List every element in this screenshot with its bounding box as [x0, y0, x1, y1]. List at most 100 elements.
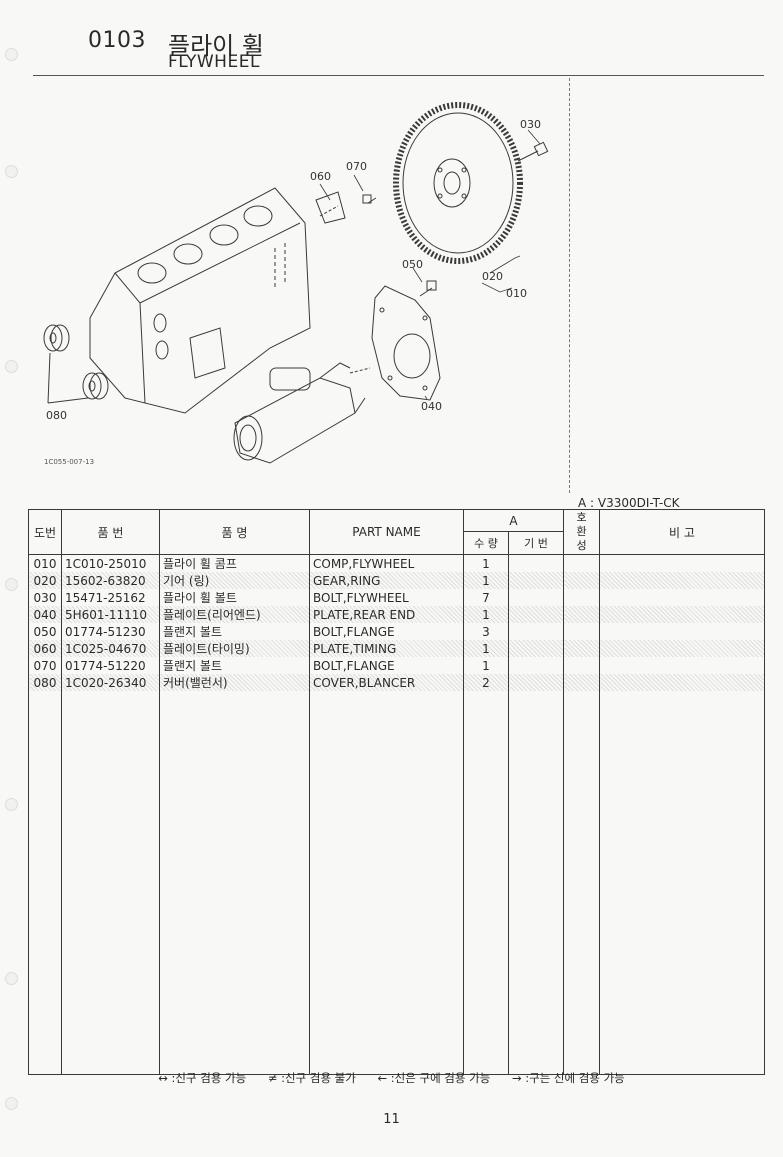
- row-part-name: PLATE,REAR END: [309, 606, 464, 623]
- model-note: A : V3300DI-T-CK: [578, 496, 680, 510]
- row-part-no: 01774-51230: [61, 623, 160, 640]
- header-remarks: 비 고: [599, 509, 765, 555]
- table-row: 050 01774-51230 플랜지 볼트 BOLT,FLANGE 3: [28, 623, 765, 640]
- row-part-no: 15602-63820: [61, 572, 160, 589]
- callout-080: 080: [46, 409, 67, 422]
- header-quantity: 수 량: [463, 531, 509, 555]
- row-name-korean: 플랜지 볼트: [159, 657, 310, 674]
- row-part-no: 01774-51220: [61, 657, 160, 674]
- row-quantity: 1: [463, 657, 509, 674]
- row-quantity: 1: [463, 572, 509, 589]
- row-part-name: GEAR,RING: [309, 572, 464, 589]
- callout-060: 060: [310, 170, 331, 183]
- row-remarks: [599, 572, 765, 589]
- binder-hole: [5, 48, 18, 61]
- row-serial-flag: [508, 554, 564, 572]
- header-ref-no: 도번: [28, 509, 62, 555]
- header-rule: [33, 75, 764, 76]
- section-title-korean: 플라이 휠: [168, 32, 264, 60]
- row-quantity: 7: [463, 589, 509, 606]
- table-empty-space: [28, 691, 765, 1075]
- table-row: 080 1C020-26340 커버(밸런서) COVER,BLANCER 2: [28, 674, 765, 691]
- binder-hole: [5, 1097, 18, 1110]
- legend-item: ≠ :신구 겸용 불가: [267, 1071, 356, 1085]
- flywheel-drawing: [393, 102, 523, 264]
- callout-010: 010: [506, 287, 527, 300]
- binder-hole: [5, 578, 18, 591]
- row-ref: 010: [28, 554, 62, 572]
- callout-020: 020: [482, 270, 503, 283]
- row-remarks: [599, 674, 765, 691]
- diagram-divider-line: [569, 78, 570, 493]
- row-interchange: [563, 640, 600, 657]
- row-part-name: BOLT,FLANGE: [309, 657, 464, 674]
- header-group-a: A: [463, 509, 564, 532]
- row-part-no: 5H601-11110: [61, 606, 160, 623]
- row-remarks: [599, 554, 765, 572]
- row-serial-flag: [508, 674, 564, 691]
- rear-end-plate-drawing: [349, 285, 441, 401]
- row-part-name: PLATE,TIMING: [309, 640, 464, 657]
- legend-item: → :구는 신에 겸용 가능: [511, 1071, 625, 1085]
- callout-040: 040: [421, 400, 442, 413]
- row-ref: 070: [28, 657, 62, 674]
- row-name-korean: 플랜지 볼트: [159, 623, 310, 640]
- row-interchange: [563, 572, 600, 589]
- row-ref: 060: [28, 640, 62, 657]
- callout-050: 050: [402, 258, 423, 271]
- row-serial-flag: [508, 606, 564, 623]
- table-row: 010 1C010-25010 플라이 휠 콤프 COMP,FLYWHEEL 1: [28, 554, 765, 572]
- row-part-name: COVER,BLANCER: [309, 674, 464, 691]
- row-quantity: 1: [463, 554, 509, 572]
- parts-table: 도번 품 번 품 명 PART NAME A 호 환 성 비 고 수 량 기 번…: [28, 509, 765, 1075]
- row-serial-flag: [508, 640, 564, 657]
- page-number: 11: [383, 1112, 400, 1127]
- callout-070: 070: [346, 160, 367, 173]
- row-remarks: [599, 606, 765, 623]
- leader-lines: [319, 129, 541, 400]
- row-remarks: [599, 640, 765, 657]
- row-serial-flag: [508, 657, 564, 674]
- row-part-no: 1C025-04670: [61, 640, 160, 657]
- row-quantity: 3: [463, 623, 509, 640]
- row-part-name: COMP,FLYWHEEL: [309, 554, 464, 572]
- row-interchange: [563, 606, 600, 623]
- row-ref: 040: [28, 606, 62, 623]
- row-serial-flag: [508, 572, 564, 589]
- row-ref: 080: [28, 674, 62, 691]
- header-part-name: PART NAME: [309, 509, 464, 555]
- legend-item: ↔ :신구 겸용 가능: [158, 1071, 247, 1085]
- binder-hole: [5, 972, 18, 985]
- table-row: 040 5H601-11110 플레이트(리어엔드) PLATE,REAR EN…: [28, 606, 765, 623]
- table-row: 070 01774-51220 플랜지 볼트 BOLT,FLANGE 1: [28, 657, 765, 674]
- row-quantity: 1: [463, 640, 509, 657]
- row-quantity: 1: [463, 606, 509, 623]
- row-name-korean: 기어 (링): [159, 572, 310, 589]
- table-row: 030 15471-25162 플라이 휠 볼트 BOLT,FLYWHEEL 7: [28, 589, 765, 606]
- row-part-name: BOLT,FLYWHEEL: [309, 589, 464, 606]
- row-remarks: [599, 623, 765, 640]
- exploded-parts-diagram: 030 070 060 050 020 010 080 040: [43, 102, 549, 464]
- row-remarks: [599, 589, 765, 606]
- header-part-no: 품 번: [61, 509, 160, 555]
- drawing-code: 1C055-007-13: [44, 458, 95, 466]
- row-name-korean: 플라이 휠 볼트: [159, 589, 310, 606]
- balancer-cover-drawing: [43, 324, 109, 404]
- header-serial-flag: 기 번: [508, 531, 564, 555]
- row-serial-flag: [508, 589, 564, 606]
- starter-motor-drawing: [233, 362, 366, 464]
- parts-table-header: 도번 품 번 품 명 PART NAME A 호 환 성 비 고 수 량 기 번: [28, 509, 765, 555]
- engine-block-drawing: [89, 187, 311, 414]
- binder-hole: [5, 165, 18, 178]
- header-interchangeability: 호 환 성: [563, 509, 600, 555]
- bolt-drawings: [315, 141, 549, 297]
- callout-030: 030: [520, 118, 541, 131]
- row-interchange: [563, 657, 600, 674]
- binder-hole: [5, 360, 18, 373]
- row-part-no: 1C020-26340: [61, 674, 160, 691]
- row-ref: 030: [28, 589, 62, 606]
- binder-hole: [5, 798, 18, 811]
- row-part-no: 15471-25162: [61, 589, 160, 606]
- section-code: 0103: [88, 28, 146, 53]
- row-name-korean: 플라이 휠 콤프: [159, 554, 310, 572]
